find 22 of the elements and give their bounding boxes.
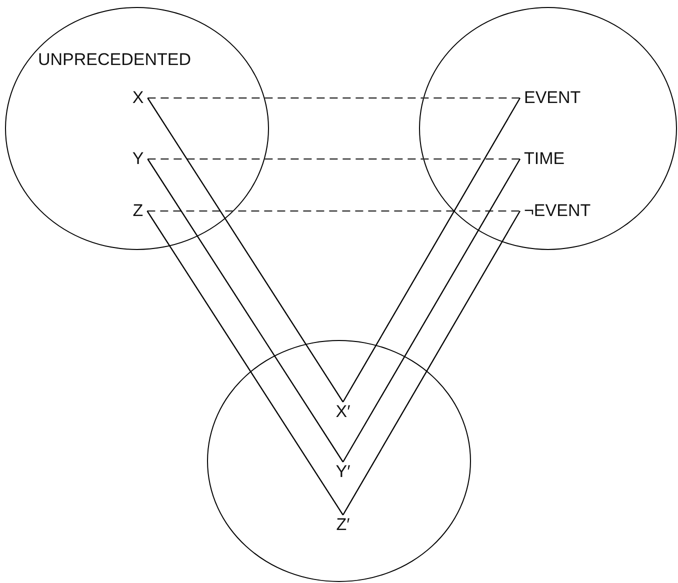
element-label: X′ — [332, 402, 354, 422]
element-label: ¬EVENT — [520, 201, 595, 221]
element-label: X — [128, 88, 148, 108]
set-ellipse — [419, 7, 677, 250]
set-ellipse — [5, 7, 269, 250]
element-label: Y′ — [332, 462, 354, 482]
dashed-line — [147, 210, 520, 212]
connector-line — [147, 98, 344, 402]
dashed-line — [148, 158, 520, 160]
element-label: Y — [128, 149, 148, 169]
connector-line — [147, 158, 344, 462]
connector-line — [342, 98, 521, 402]
connector-line — [146, 210, 344, 516]
set-heading: UNPRECEDENTED — [38, 50, 192, 70]
element-label: TIME — [520, 149, 569, 169]
set-ellipse — [207, 340, 471, 582]
connector-line — [342, 158, 521, 462]
element-label: Z′ — [332, 515, 354, 535]
element-label: EVENT — [520, 88, 585, 108]
dashed-line — [148, 97, 520, 99]
element-label: Z — [128, 201, 148, 221]
connector-line — [342, 210, 521, 516]
